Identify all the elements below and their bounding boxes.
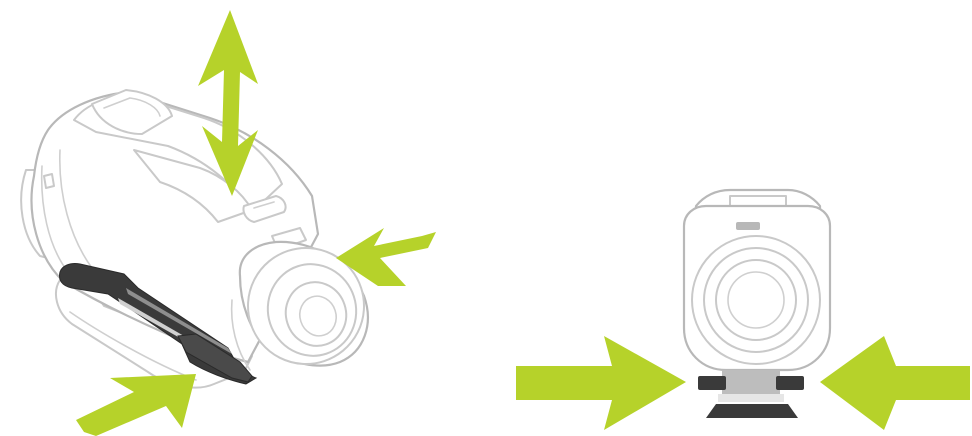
arrow-into-lens-icon — [336, 228, 436, 286]
camera-angled-figure — [20, 10, 436, 436]
camera-front-figure — [516, 188, 970, 430]
arrow-into-mount-icon — [76, 374, 196, 436]
front-mount — [698, 370, 804, 418]
mounting-clip — [59, 263, 258, 385]
arrow-from-left-icon — [516, 336, 686, 430]
arrow-from-right-icon — [820, 336, 970, 430]
front-camera-body — [682, 188, 832, 372]
double-arrow-vertical-icon — [198, 10, 258, 196]
lens-housing — [230, 240, 369, 371]
